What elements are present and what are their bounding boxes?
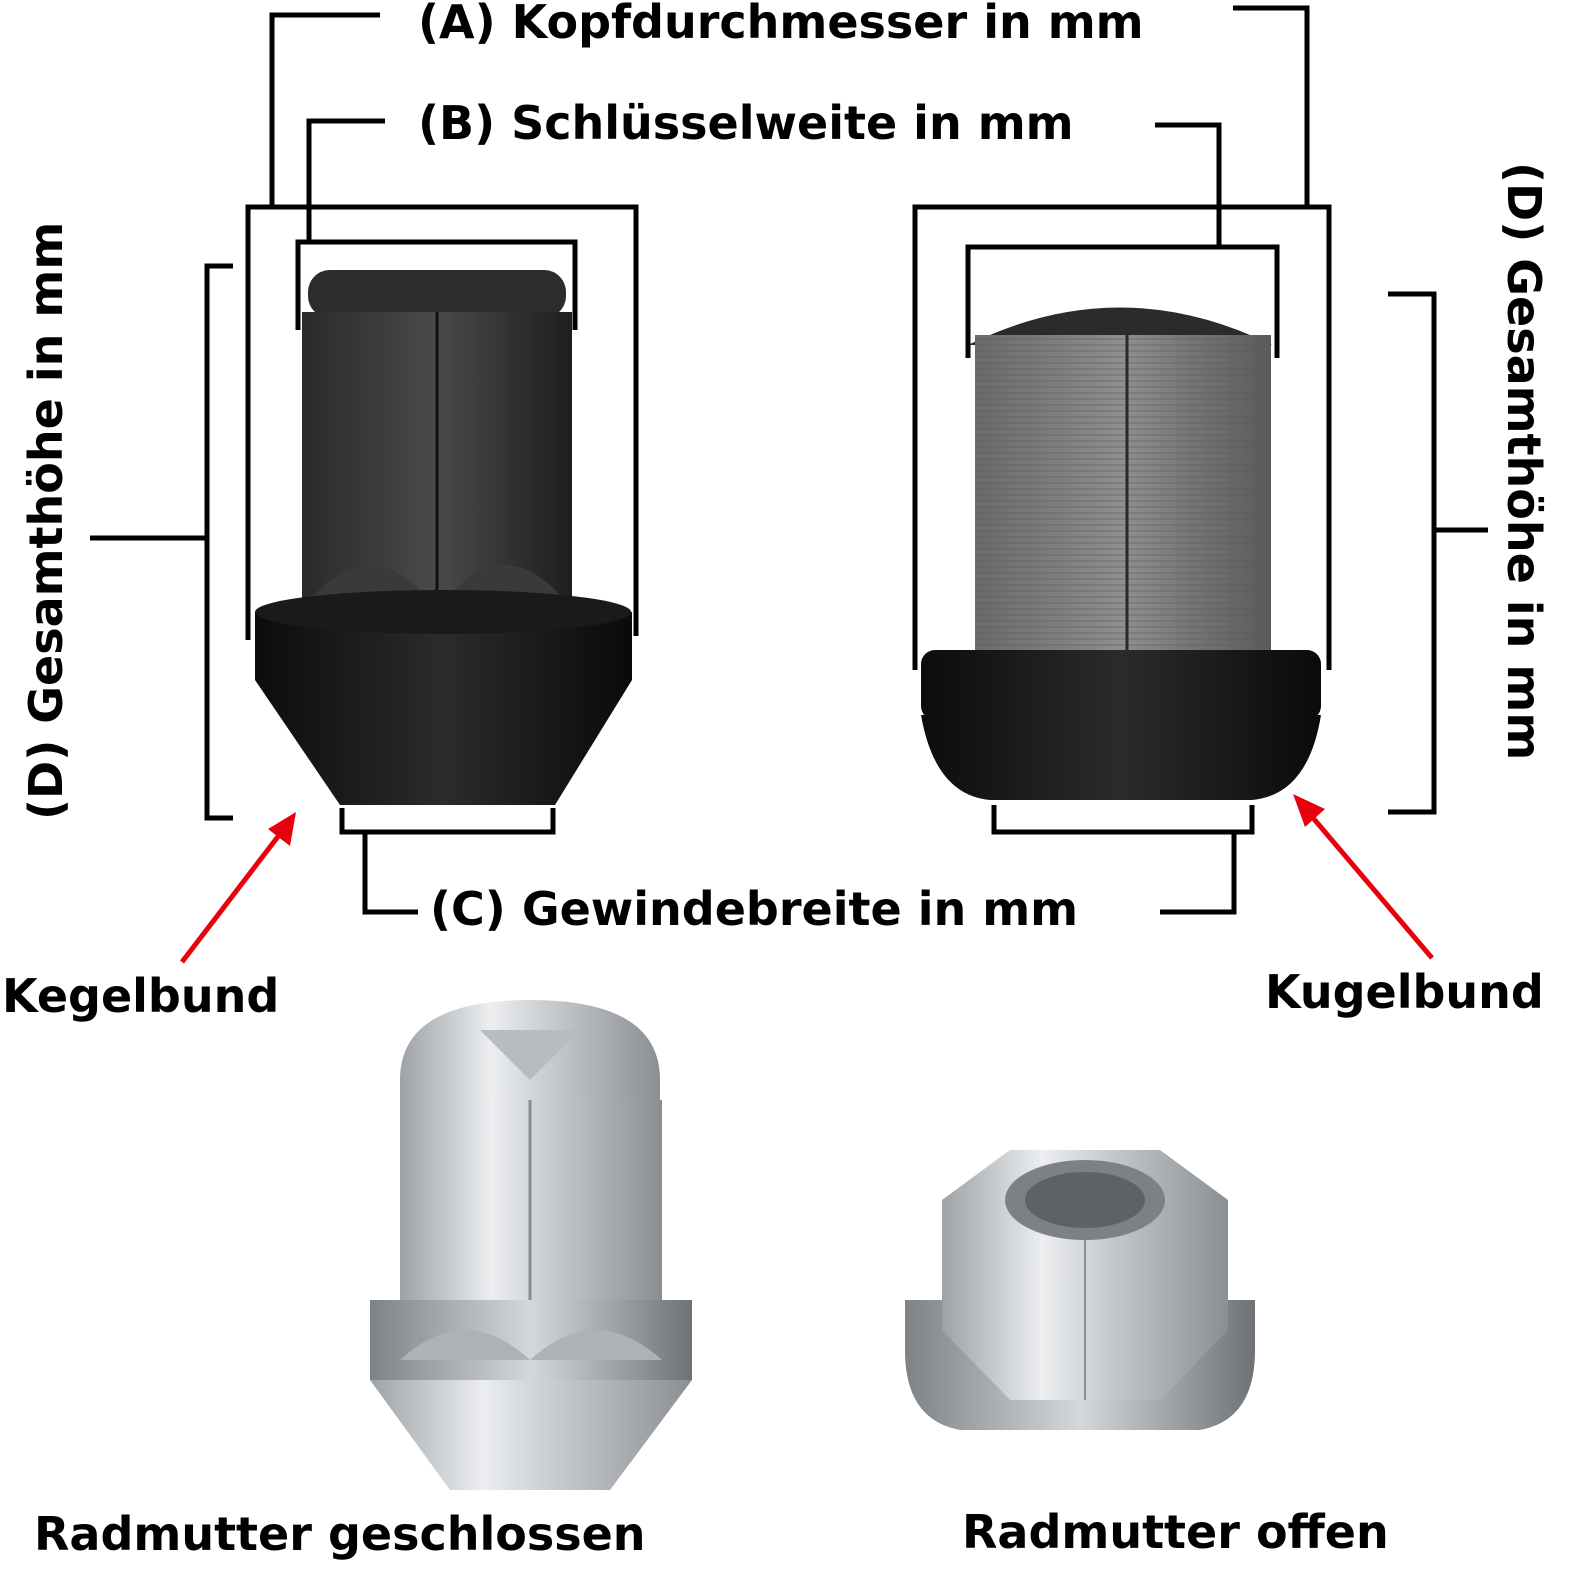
wrench-size-label: (B) Schlüsselweite in mm bbox=[418, 96, 1074, 150]
cone-seat-arrow bbox=[180, 812, 296, 964]
chrome-closed-nut bbox=[370, 1000, 692, 1490]
black-ball-seat-nut bbox=[921, 307, 1321, 800]
ball-seat-arrow bbox=[1293, 794, 1434, 960]
total-height-left-label: (D) Gesamthöhe in mm bbox=[19, 222, 73, 820]
cone-seat-label: Kegelbund bbox=[2, 969, 279, 1023]
chrome-open-nut bbox=[905, 1150, 1255, 1430]
dimension-lines bbox=[90, 5, 1488, 915]
closed-nut-label: Radmutter geschlossen bbox=[34, 1507, 646, 1561]
head-diameter-label: (A) Kopfdurchmesser in mm bbox=[418, 0, 1144, 49]
ball-seat-label: Kugelbund bbox=[1265, 965, 1544, 1019]
total-height-right-label: (D) Gesamthöhe in mm bbox=[1497, 162, 1551, 760]
open-nut-label: Radmutter offen bbox=[962, 1505, 1389, 1559]
thread-width-label: (C) Gewindebreite in mm bbox=[430, 882, 1078, 936]
black-cone-seat-nut bbox=[255, 270, 632, 805]
